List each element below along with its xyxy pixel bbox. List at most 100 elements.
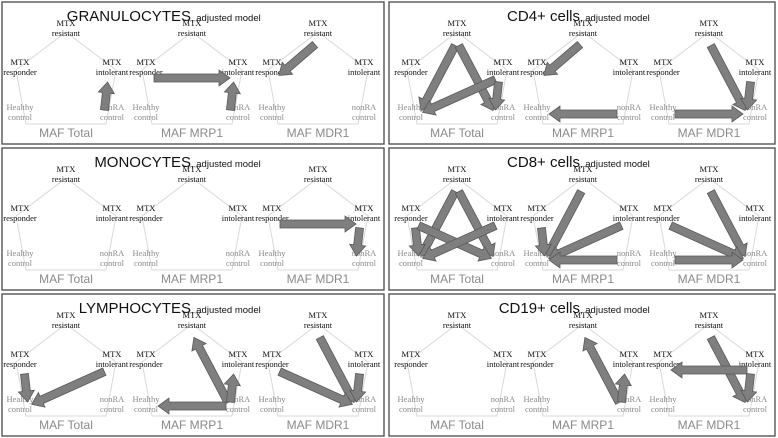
arrow-intolerant-to-nonra — [739, 373, 758, 403]
panel-title: CD4+ cells — [507, 8, 580, 25]
group-caption: MAF MDR1 — [678, 126, 741, 140]
group-caption: MAF Total — [39, 272, 93, 286]
arrow-intolerant-to-nonra — [348, 227, 367, 257]
panel-title: LYMPHOCYTES — [79, 300, 191, 317]
arrow-nonra-to-intolerant — [223, 81, 242, 111]
arrow-nonra-to-healthy — [548, 105, 618, 123]
panel-frame — [1, 293, 385, 437]
group-caption: MAF MDR1 — [287, 418, 350, 432]
group-caption: MAF Total — [430, 272, 484, 286]
pentagon-outline — [658, 177, 760, 271]
pentagon-outline — [406, 177, 508, 271]
arrow-intolerant-to-nonra — [348, 373, 367, 403]
pentagon-outline — [141, 323, 243, 417]
pentagon-outline — [532, 323, 634, 417]
pentagon-outline — [532, 177, 634, 271]
arrow-nonra-to-intolerant — [97, 81, 116, 111]
pentagon-outline — [15, 31, 117, 125]
group-caption: MAF MRP1 — [552, 418, 614, 432]
pentagon-outline — [658, 31, 760, 125]
pentagon-outline — [267, 323, 369, 417]
group-caption: MAF MRP1 — [552, 126, 614, 140]
group-caption: MAF MRP1 — [161, 272, 223, 286]
group-caption: MAF Total — [39, 418, 93, 432]
arrow-resistant-to-responder — [278, 41, 319, 76]
group-caption: MAF Total — [430, 418, 484, 432]
panel-subtitle: , adjusted model — [191, 305, 261, 316]
group-caption: MAF Total — [39, 126, 93, 140]
arrow-intolerant-to-responder — [670, 361, 748, 379]
arrow-intolerant-to-nonra — [739, 81, 758, 111]
arrow-nonra-to-healthy — [157, 397, 227, 415]
pentagon-outline — [532, 31, 634, 125]
arrow-responder-to-nonra — [277, 367, 354, 408]
panel-frame — [1, 1, 385, 145]
panel-subtitle: , adjusted model — [191, 13, 261, 24]
panel-subtitle: , adjusted model — [191, 159, 261, 170]
arrow-nonra-to-healthy — [548, 251, 618, 269]
group-caption: MAF MRP1 — [161, 418, 223, 432]
arrow-intolerant-to-healthy — [30, 367, 107, 408]
panel-subtitle: , adjusted model — [580, 305, 650, 316]
pentagon-outline — [15, 177, 117, 271]
arrow-nonra-to-resistant — [582, 336, 624, 405]
group-caption: MAF MRP1 — [552, 272, 614, 286]
group-caption: MAF MDR1 — [678, 272, 741, 286]
